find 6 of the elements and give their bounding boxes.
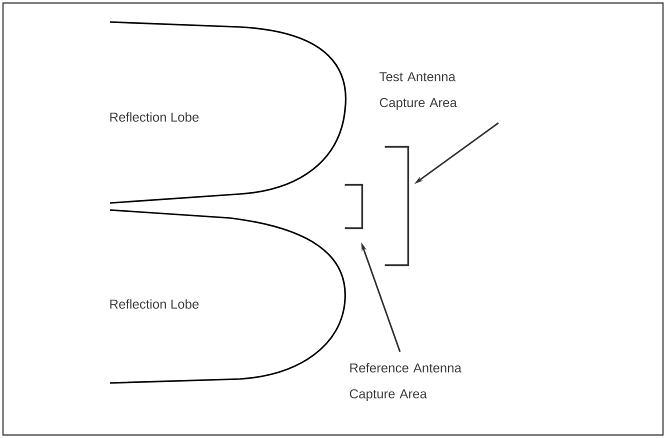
region-label: Reflection Lobe [110,299,199,309]
caption-text: Test Antenna Capture Area [380,72,457,110]
bracket [344,184,364,230]
bracket [384,146,410,266]
region-label: Reflection Lobe [110,112,199,122]
caption-text: Reference Antenna Capture Area [350,363,462,401]
